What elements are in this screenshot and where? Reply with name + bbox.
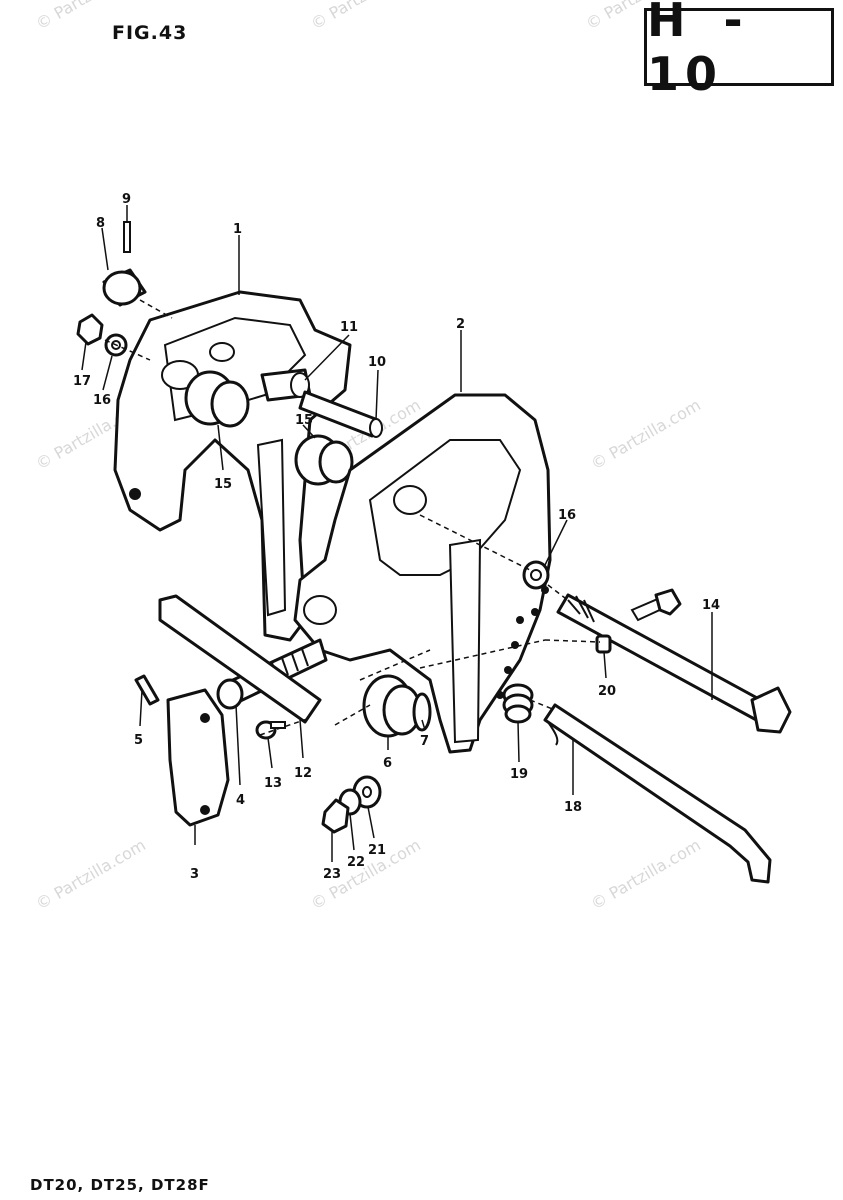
part-15-bushing-upper <box>184 370 250 428</box>
callout-4: 4 <box>236 793 245 808</box>
callout-16-right: 16 <box>558 508 576 523</box>
callout-18: 18 <box>564 800 582 815</box>
callout-1: 1 <box>233 222 242 237</box>
part-3-clamp-pad <box>166 688 230 827</box>
part-13-bolt <box>255 720 286 740</box>
part-19-spring <box>502 683 534 724</box>
part-6-knob-cap <box>362 674 422 738</box>
watermark-text: © Partzilla.com <box>308 0 424 33</box>
part-16-washer-right <box>522 560 550 590</box>
callout-13: 13 <box>264 776 282 791</box>
callout-17: 17 <box>73 374 91 389</box>
part-8-cap <box>102 268 147 307</box>
callout-5: 5 <box>134 733 143 748</box>
callout-7: 7 <box>420 734 429 749</box>
callout-9: 9 <box>122 192 131 207</box>
part-18-tilt-rod <box>543 703 772 884</box>
watermark-text: © Partzilla.com <box>583 0 699 33</box>
model-caption: DT20, DT25, DT28F <box>30 1176 210 1194</box>
callout-14: 14 <box>702 598 720 613</box>
callout-6: 6 <box>383 756 392 771</box>
figure-label: FIG.43 <box>112 22 188 44</box>
callout-8: 8 <box>96 216 105 231</box>
watermark-text: © Partzilla.com <box>33 835 149 913</box>
callout-16-left: 16 <box>93 393 111 408</box>
callout-20: 20 <box>598 684 616 699</box>
callout-11: 11 <box>340 320 358 335</box>
callout-12: 12 <box>294 766 312 781</box>
callout-21: 21 <box>368 843 386 858</box>
callout-23: 23 <box>323 867 341 882</box>
callout-22: 22 <box>347 855 365 870</box>
leader-lines <box>81 205 713 862</box>
callout-2: 2 <box>456 317 465 332</box>
callout-15-upper: 15 <box>214 477 232 492</box>
assembly-lines <box>104 299 601 736</box>
page-code-box: H - 10 <box>644 0 834 101</box>
part-15-bushing-lower <box>294 434 354 486</box>
part-5-pin <box>134 674 160 706</box>
watermark-text: © Partzilla.com <box>33 0 149 33</box>
watermark-text: © Partzilla.com <box>588 835 704 913</box>
part-9-pin <box>123 221 131 253</box>
part-12-plate <box>158 594 322 724</box>
watermark-text: © Partzilla.com <box>588 395 704 473</box>
part-2-clamp-bracket-right <box>293 393 552 754</box>
part-11-tube <box>260 368 312 402</box>
callout-3: 3 <box>190 867 199 882</box>
callout-19: 19 <box>510 767 528 782</box>
part-17-nut <box>76 313 104 346</box>
part-23-nut <box>321 798 350 834</box>
part-14-bolt-small <box>630 588 682 622</box>
callout-labels: 1 2 3 4 5 6 7 8 9 10 11 12 13 14 15 15 1… <box>73 192 720 882</box>
part-14-bolt <box>556 593 792 734</box>
callout-10: 10 <box>368 355 386 370</box>
part-20-pin <box>595 634 612 654</box>
part-7-o-ring <box>412 692 432 732</box>
callout-15-lower: 15 <box>295 413 313 428</box>
